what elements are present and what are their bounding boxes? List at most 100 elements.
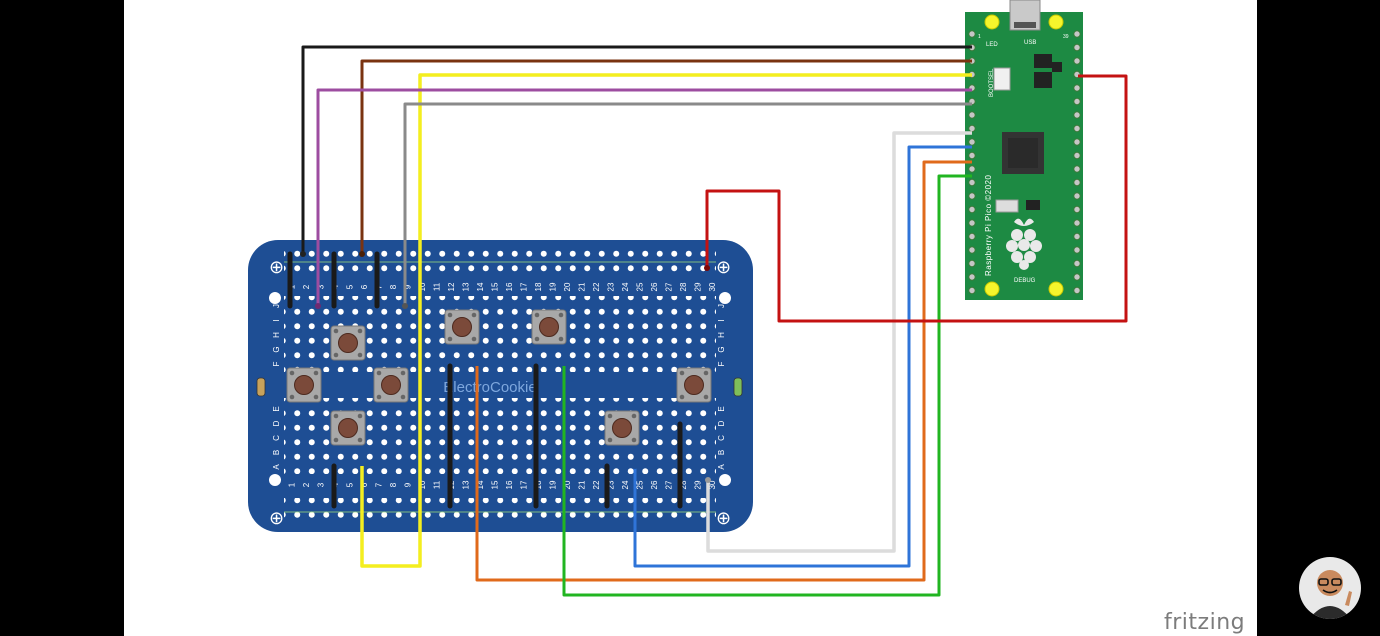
- column-label: 21: [578, 480, 587, 489]
- bootsel-button: [993, 67, 1011, 91]
- debug-label: DEBUG: [1014, 278, 1036, 284]
- column-label: 15: [491, 480, 500, 489]
- column-label: 20: [563, 282, 572, 291]
- mount-hole: [719, 474, 731, 486]
- push-button: [531, 309, 567, 345]
- rail-top: [284, 248, 716, 274]
- mount-pad: [1048, 14, 1064, 30]
- row-label: D: [717, 420, 726, 426]
- column-label: 1: [288, 482, 297, 487]
- row-label: J: [717, 304, 726, 308]
- row-label: B: [272, 450, 281, 455]
- row-label: G: [272, 346, 281, 352]
- fritzing-logo: fritzing: [1164, 610, 1246, 635]
- rail-mark: ⊕: [269, 508, 284, 528]
- wire-green: [562, 174, 972, 597]
- row-label: D: [272, 420, 281, 426]
- mount-hole: [719, 292, 731, 304]
- push-button: [373, 367, 409, 403]
- column-label: 19: [549, 480, 558, 489]
- column-label: 28: [679, 480, 688, 489]
- push-button: [286, 367, 322, 403]
- column-label: 8: [389, 482, 398, 487]
- row-label: B: [717, 450, 726, 455]
- wires: [301, 45, 1128, 597]
- column-label: 29: [694, 480, 703, 489]
- row-label: A: [717, 464, 726, 470]
- row-label: A: [272, 464, 281, 470]
- column-label: 16: [505, 480, 514, 489]
- presenter-avatar: [1299, 557, 1361, 619]
- mount-hole: [269, 292, 281, 304]
- raspberry-pi-pico: USB LED DEBUG 1 39 BOOTSEL Raspberry Pi …: [965, 0, 1083, 300]
- resistor-left: [256, 377, 266, 397]
- column-label: 17: [520, 480, 529, 489]
- column-label: 9: [404, 482, 413, 487]
- row-label: J: [272, 304, 281, 308]
- push-button: [676, 367, 712, 403]
- push-button: [604, 410, 640, 446]
- rail-mark: ⊕: [716, 257, 731, 277]
- column-label: 6: [360, 284, 369, 289]
- column-label: 6: [360, 482, 369, 487]
- column-label: 17: [520, 282, 529, 291]
- column-label: 26: [650, 282, 659, 291]
- column-label: 24: [621, 480, 630, 489]
- fritzing-canvas: ⊕ ⊕ ⊕ ⊕ 11223344556677889910101111121213…: [124, 0, 1257, 636]
- pin-39-label: 39: [1063, 34, 1069, 40]
- column-label: 16: [505, 282, 514, 291]
- mount-pad: [1048, 281, 1064, 297]
- column-label: 20: [563, 480, 572, 489]
- row-label: E: [717, 406, 726, 411]
- rail-mark: ⊕: [269, 257, 284, 277]
- wire-red-rail: [705, 74, 1128, 323]
- column-label: 2: [302, 284, 311, 289]
- column-label: 22: [592, 282, 601, 291]
- circuit-diagram: ⊕ ⊕ ⊕ ⊕ 11223344556677889910101111121213…: [248, 0, 1128, 597]
- column-label: 26: [650, 480, 659, 489]
- mount-pad: [984, 14, 1000, 30]
- wire-yellow: [360, 73, 972, 568]
- column-label: 10: [418, 480, 427, 489]
- wire-black: [301, 45, 972, 254]
- column-label: 18: [534, 282, 543, 291]
- column-label: 3: [317, 482, 326, 487]
- column-label: 14: [476, 282, 485, 291]
- pico-name: Raspberry Pi Pico ©2020: [984, 175, 993, 276]
- column-label: 11: [433, 282, 442, 291]
- push-button: [444, 309, 480, 345]
- board-brand: ElectroCookie: [443, 379, 536, 396]
- column-label: 5: [346, 284, 355, 289]
- column-label: 14: [476, 480, 485, 489]
- column-label: 27: [665, 282, 674, 291]
- column-label: 12: [447, 282, 456, 291]
- column-label: 21: [578, 282, 587, 291]
- column-label: 7: [375, 482, 384, 487]
- column-label: 23: [607, 480, 616, 489]
- rail-mark: ⊕: [716, 508, 731, 528]
- push-buttons: [286, 309, 712, 446]
- column-label: 23: [607, 282, 616, 291]
- column-label: 2: [302, 482, 311, 487]
- row-label: H: [717, 332, 726, 338]
- column-label: 8: [389, 284, 398, 289]
- pin-1-label: 1: [978, 34, 981, 40]
- row-label: C: [717, 435, 726, 441]
- column-label: 9: [404, 284, 413, 289]
- wire-blue: [633, 145, 972, 568]
- led-label: LED: [986, 42, 998, 48]
- column-label: 22: [592, 480, 601, 489]
- mount-pad: [984, 281, 1000, 297]
- column-label: 30: [708, 480, 717, 489]
- column-label: 25: [636, 480, 645, 489]
- jumper-wires-black: [287, 251, 683, 509]
- column-label: 10: [418, 282, 427, 291]
- column-label: 15: [491, 282, 500, 291]
- row-label: G: [717, 346, 726, 352]
- wire-brown: [360, 59, 972, 254]
- usb-label: USB: [1024, 40, 1036, 46]
- mount-hole: [269, 474, 281, 486]
- column-label: 13: [462, 282, 471, 291]
- raspberry-logo: [1006, 218, 1042, 270]
- column-labels: 1122334455667788991010111112121313141415…: [288, 282, 718, 489]
